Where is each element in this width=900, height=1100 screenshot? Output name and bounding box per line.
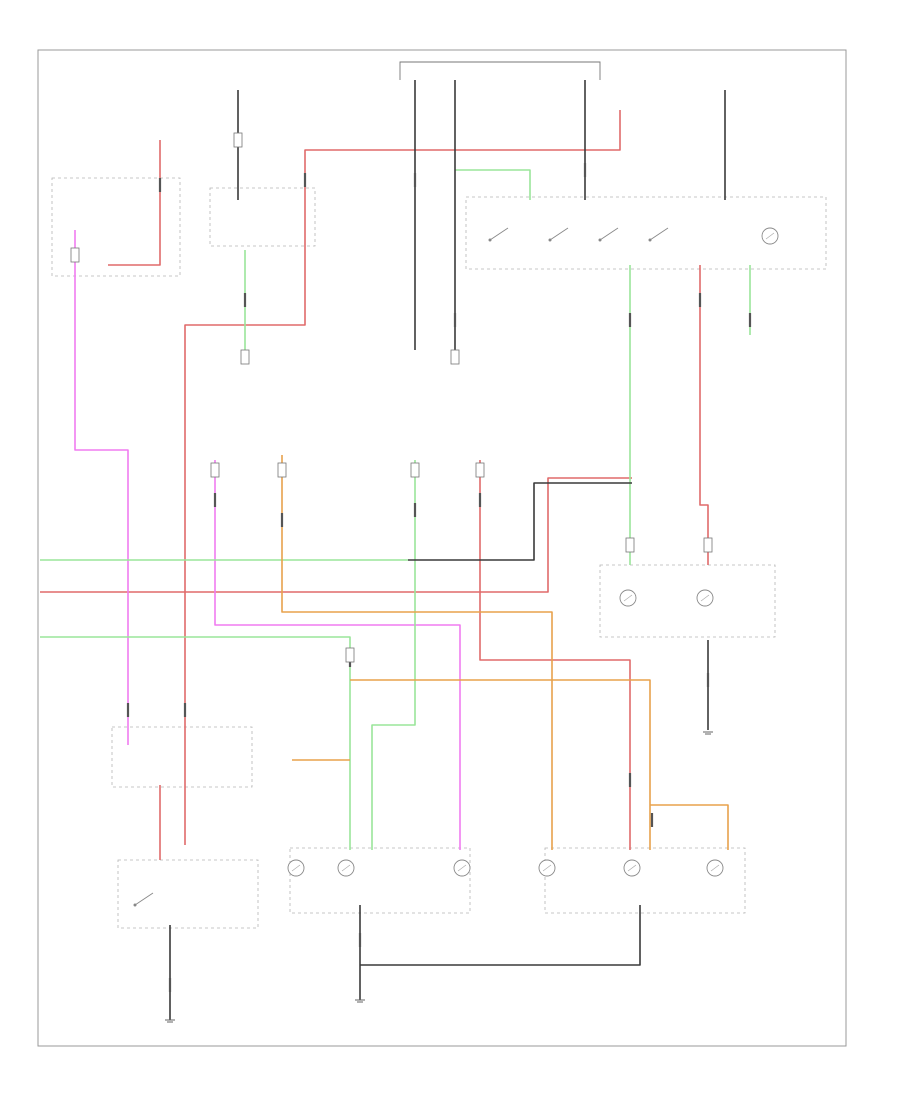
frame-layer [37,49,847,1047]
connector-icon [450,349,460,365]
lamp-filament [627,864,637,872]
wire-green [371,460,416,850]
switch-icon [648,227,669,242]
wire-red [699,265,709,565]
switch-icon [598,227,619,242]
lamp-filament [457,864,467,872]
connector-icon [277,462,287,478]
connector-icon [625,537,635,553]
wire-pink [74,230,129,745]
lamp-filament [765,232,775,240]
switch-icon [133,892,154,907]
ground-icon [165,1019,175,1023]
connector-icon [475,462,485,478]
switch-pivot [598,238,602,242]
wire-red [304,110,621,265]
switch-pivot [133,903,137,907]
component-outline [209,187,316,247]
component-layer [70,132,779,1023]
switch-pivot [548,238,552,242]
switch-blade [599,227,619,241]
component-outline [289,847,471,914]
wire-black [360,905,641,966]
lamp-icon [337,859,355,877]
lamp-icon [287,859,305,877]
wire-red [108,140,161,266]
wire-green [455,169,531,200]
lamp-filament [341,864,351,872]
lamp-icon [696,589,714,607]
component-outline [51,177,181,277]
lamp-icon [619,589,637,607]
lamp-filament [710,864,720,872]
component-outline [117,859,259,929]
switch-icon [548,227,569,242]
ground-icon [703,731,713,735]
connector-icon [240,349,250,365]
wire-orange [350,679,651,850]
wire-orange [650,804,729,850]
switch-icon [488,227,509,242]
lamp-icon [623,859,641,877]
switch-pivot [488,238,492,242]
switch-pivot [648,238,652,242]
ground-icon [355,999,365,1003]
wire-green [40,636,351,850]
connector-icon [70,247,80,263]
lamp-filament [291,864,301,872]
wire-orange [281,455,553,850]
connector-icon [210,462,220,478]
lamp-icon [538,859,556,877]
connector-icon [703,537,713,553]
lamp-icon [706,859,724,877]
component-outline [544,847,746,914]
connector-icon [233,132,243,148]
wire-layer [40,80,751,1020]
lamp-icon [453,859,471,877]
bus-bracket [399,61,601,80]
wire-black [408,482,632,561]
wire-red [40,477,632,593]
lamp-filament [623,594,633,602]
wire-pink [214,460,461,850]
component-outline [111,726,253,788]
connector-icon [410,462,420,478]
lamp-filament [542,864,552,872]
wire-red [479,460,631,850]
switch-blade [134,892,154,906]
lamp-icon [761,227,779,245]
connector-icon [345,647,355,663]
component-outline [599,564,776,638]
switch-blade [649,227,669,241]
lamp-filament [700,594,710,602]
diagram-border [37,49,847,1047]
switch-blade [549,227,569,241]
component-outline [465,196,827,270]
switch-blade [489,227,509,241]
